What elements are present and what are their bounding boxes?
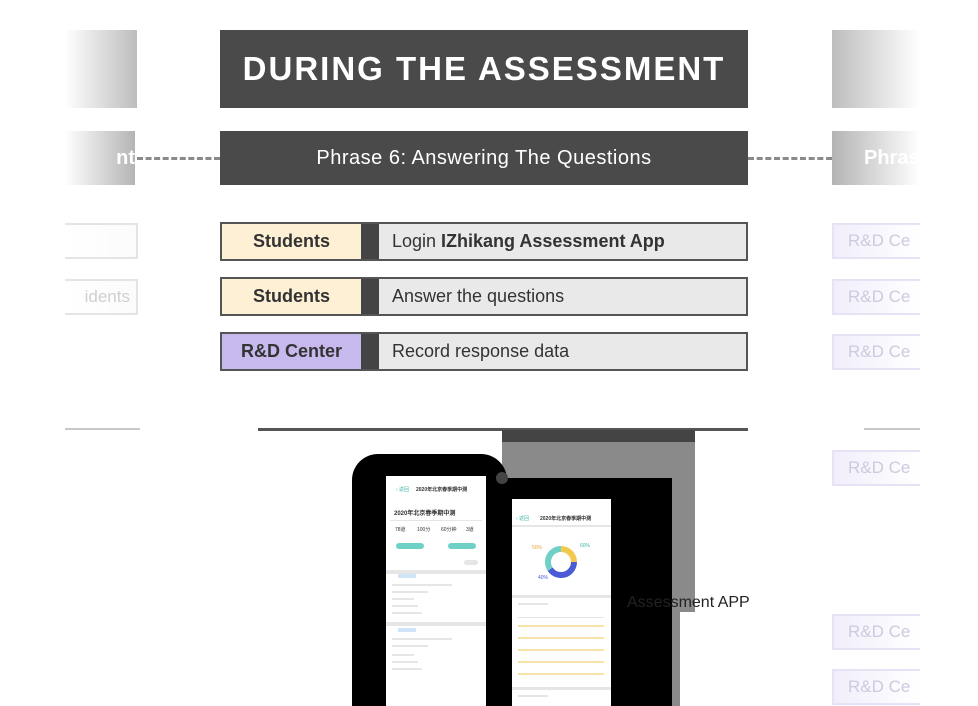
phone1-stat: 100分 [417, 527, 431, 533]
phone1-stat: 78道 [395, 527, 406, 533]
illustration-mask [680, 612, 704, 706]
left-faded-row [65, 223, 138, 259]
right-faded-row: R&D Ce [832, 669, 920, 705]
right-faded-row: R&D Ce [832, 614, 920, 650]
right-connector-dash [748, 157, 832, 160]
section-divider [258, 428, 748, 431]
right-faded-row: R&D Ce [832, 334, 920, 370]
start-button[interactable] [396, 543, 424, 549]
review-button[interactable] [448, 543, 476, 549]
phone-screen-left: ‹ 返回 2020年北京春季期中测 2020年北京春季期中测 78道 100分 … [386, 476, 486, 706]
task-label: Record response data [392, 341, 570, 361]
row-separator [361, 334, 379, 369]
right-faded-row: R&D Ce [832, 223, 920, 259]
left-faded-header [65, 30, 137, 108]
task-row: R&D Center Record response data [220, 332, 748, 371]
section-title: DURING THE ASSESSMENT [220, 30, 748, 108]
app-backdrop-top [502, 430, 695, 442]
phase-title: Phrase 6: Answering The Questions [220, 131, 748, 185]
task-row: Students Login IZhikang Assessment App [220, 222, 748, 261]
row-separator [361, 279, 379, 314]
right-faded-divider [864, 428, 920, 430]
row-separator [361, 224, 379, 259]
left-connector-dash [137, 157, 220, 160]
right-faded-row: R&D Ce [832, 450, 920, 486]
left-faded-row: idents [65, 279, 138, 315]
left-faded-phase: nt [65, 131, 135, 185]
task-row: Students Answer the questions [220, 277, 748, 316]
task-label: Login IZhikang Assessment App [392, 231, 665, 251]
phone1-stat: 60分钟 [441, 527, 457, 533]
donut-chart [545, 546, 577, 578]
left-faded-divider [65, 428, 140, 430]
task-label: Answer the questions [392, 286, 565, 306]
connector-dot [496, 472, 508, 484]
phone1-stat: 3道 [466, 527, 474, 533]
role-label: R&D Center [222, 334, 361, 369]
phone2-title: 2020年北京春季期中测 [540, 516, 592, 522]
right-faded-header [832, 30, 920, 108]
role-label: Students [222, 279, 361, 314]
right-faded-phase: Phras [832, 131, 920, 185]
app-caption: Assessment APP [627, 594, 750, 611]
phone-screen-right: ‹ 返回 2020年北京春季期中测 50% 60% 40% [512, 499, 611, 706]
right-faded-row: R&D Ce [832, 279, 920, 315]
phone1-title: 2020年北京春季期中测 [416, 487, 468, 493]
role-label: Students [222, 224, 361, 259]
phone1-subtitle: 2020年北京春季期中测 [394, 511, 456, 517]
